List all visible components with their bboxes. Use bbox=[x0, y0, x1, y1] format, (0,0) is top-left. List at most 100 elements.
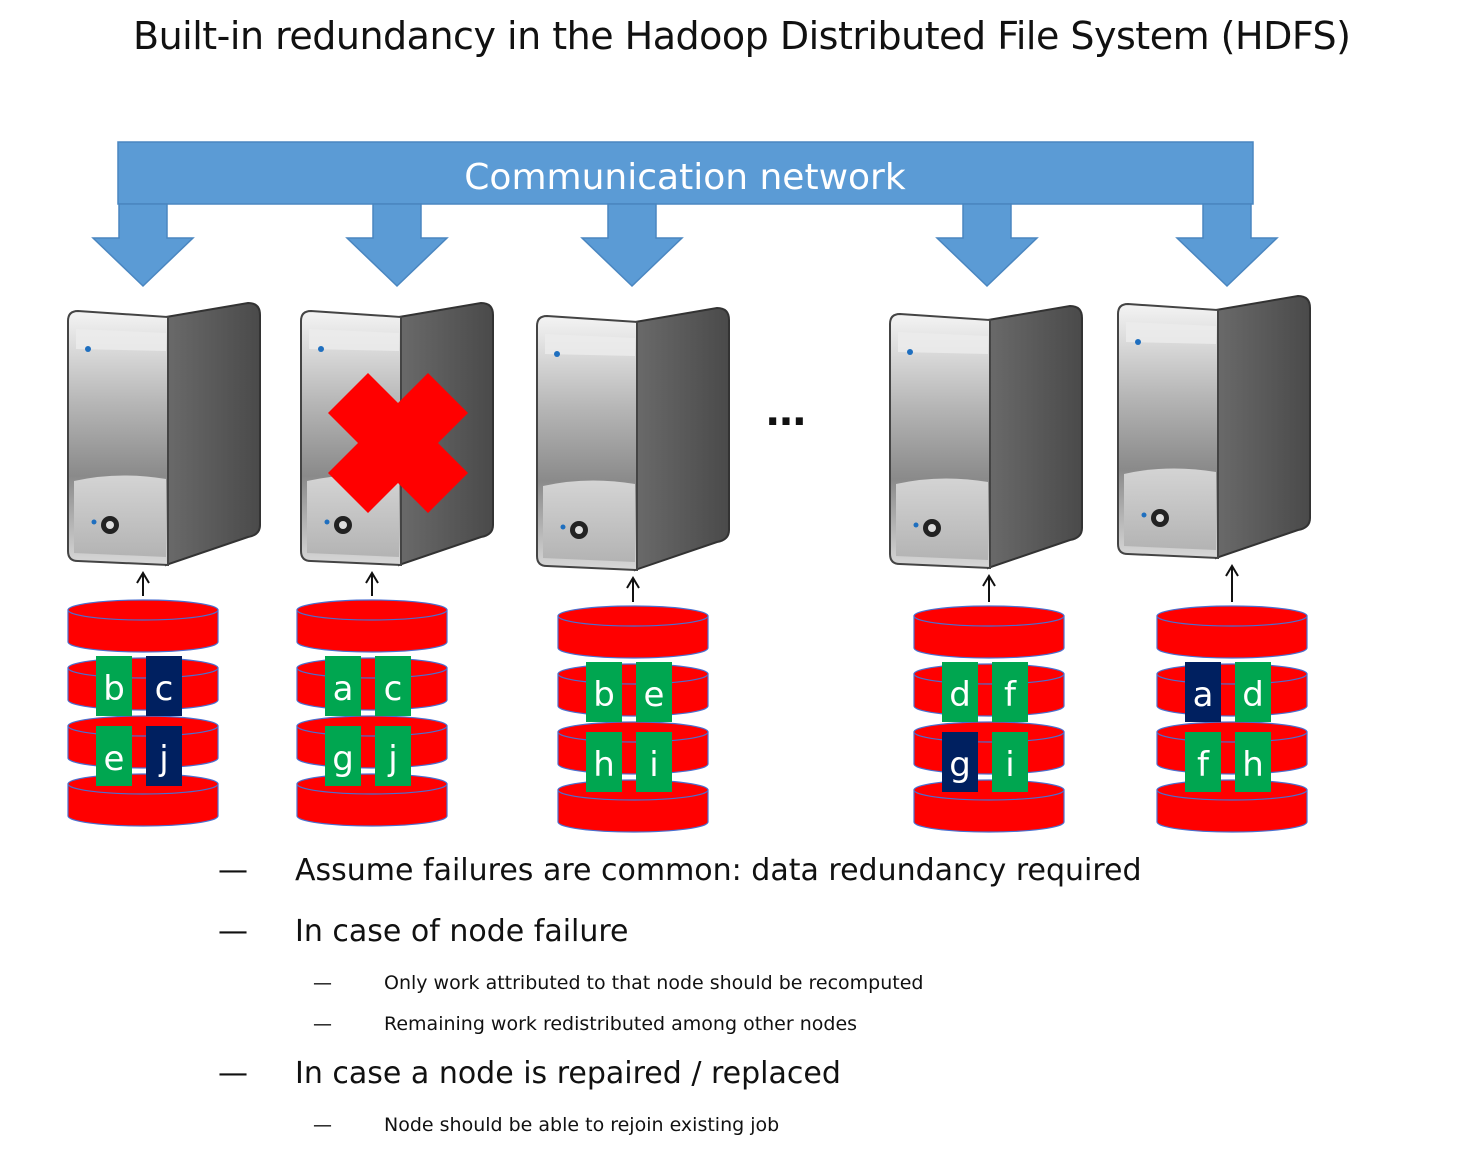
data-block-i bbox=[636, 732, 672, 792]
server-top-bezel bbox=[1126, 322, 1216, 344]
data-block-label: a bbox=[1193, 675, 1214, 715]
disk-platter-top bbox=[913, 605, 1065, 627]
data-block-a bbox=[1185, 662, 1221, 722]
server-side-panel bbox=[987, 304, 1083, 570]
server-base-panel bbox=[543, 480, 635, 562]
server-side-panel bbox=[165, 301, 261, 567]
disk-platter-top bbox=[67, 599, 219, 621]
data-block-c bbox=[146, 656, 182, 716]
disk-platter-top bbox=[1156, 605, 1308, 627]
disk-platter bbox=[557, 615, 709, 659]
data-block-label: h bbox=[1242, 745, 1264, 785]
network-arrow-5 bbox=[1175, 203, 1279, 288]
network-bar bbox=[117, 141, 1254, 205]
data-block-label: f bbox=[1004, 675, 1017, 715]
server-led bbox=[907, 349, 913, 355]
data-block-label: b bbox=[593, 675, 615, 715]
data-block-label: g bbox=[949, 745, 971, 785]
network-arrow-4 bbox=[935, 203, 1039, 288]
data-block-label: h bbox=[593, 745, 615, 785]
disk-platter-top bbox=[67, 773, 219, 795]
data-block-label: d bbox=[949, 675, 971, 715]
data-block-b bbox=[96, 656, 132, 716]
server-led-bottom bbox=[913, 522, 919, 528]
server-side-panel bbox=[634, 306, 730, 572]
arrowhead-icon bbox=[136, 571, 150, 584]
data-block-d bbox=[942, 662, 978, 722]
network-arrow-3 bbox=[580, 203, 684, 288]
data-block-h bbox=[586, 732, 622, 792]
data-block-d bbox=[1235, 662, 1271, 722]
server-side-panel bbox=[1215, 294, 1311, 560]
data-block-e bbox=[96, 726, 132, 786]
disk-platter bbox=[67, 783, 219, 827]
arrowhead-icon bbox=[365, 571, 379, 584]
disk-platter-top bbox=[296, 773, 448, 795]
disk-platter-top bbox=[1156, 779, 1308, 801]
data-block-f bbox=[992, 662, 1028, 722]
data-block-f bbox=[1185, 732, 1221, 792]
disk-platter bbox=[1156, 615, 1308, 659]
server-base-panel bbox=[896, 478, 988, 560]
data-block-a bbox=[325, 656, 361, 716]
data-block-label: e bbox=[644, 675, 665, 715]
disk-platter bbox=[913, 615, 1065, 659]
disk-platter-top bbox=[67, 657, 219, 679]
data-block-g bbox=[942, 732, 978, 792]
disk-platter-top bbox=[1156, 721, 1308, 743]
disk-platter-top bbox=[557, 663, 709, 685]
data-block-label: f bbox=[1197, 745, 1210, 785]
network-arrow-2 bbox=[345, 203, 449, 288]
disk-platter-top bbox=[913, 779, 1065, 801]
server-led-bottom bbox=[324, 519, 330, 525]
server-top-bezel bbox=[545, 334, 635, 356]
data-block-j bbox=[146, 726, 182, 786]
disk-platter-top bbox=[296, 715, 448, 737]
disk-platter-top bbox=[557, 779, 709, 801]
network-label: Communication network bbox=[464, 157, 906, 198]
data-block-c bbox=[375, 656, 411, 716]
disk-platter-top bbox=[296, 657, 448, 679]
server-led bbox=[1135, 339, 1141, 345]
network-arrow-1 bbox=[91, 203, 195, 288]
server-led bbox=[554, 351, 560, 357]
disk-platter bbox=[557, 789, 709, 833]
failure-cross-icon bbox=[328, 373, 468, 513]
server-led-bottom bbox=[560, 524, 566, 530]
disk-platter bbox=[296, 609, 448, 653]
disk-platter-top bbox=[557, 721, 709, 743]
server-top-bezel bbox=[76, 329, 166, 351]
disk-platter-top bbox=[913, 663, 1065, 685]
disk-platter-top bbox=[913, 721, 1065, 743]
server-top-bezel bbox=[898, 332, 988, 354]
disk-platter-top bbox=[557, 605, 709, 627]
data-block-label: i bbox=[649, 745, 658, 785]
data-block-i bbox=[992, 732, 1028, 792]
data-block-label: e bbox=[104, 739, 125, 779]
more-nodes-ellipsis: … bbox=[766, 389, 806, 435]
data-block-label: g bbox=[332, 739, 354, 779]
data-block-label: b bbox=[103, 669, 125, 709]
server-led bbox=[318, 346, 324, 352]
disk-platter bbox=[1156, 789, 1308, 833]
server-led-bottom bbox=[1141, 512, 1147, 518]
server-top-bezel bbox=[309, 329, 399, 351]
server-led-bottom bbox=[91, 519, 97, 525]
disk-platter-top bbox=[1156, 663, 1308, 685]
data-block-label: c bbox=[155, 669, 174, 709]
data-block-label: i bbox=[1005, 745, 1014, 785]
disk-platter bbox=[913, 789, 1065, 833]
data-block-label: j bbox=[158, 739, 168, 779]
data-block-label: a bbox=[333, 669, 354, 709]
slide-title: Built-in redundancy in the Hadoop Distri… bbox=[133, 14, 1351, 58]
data-block-g bbox=[325, 726, 361, 786]
data-block-label: j bbox=[387, 739, 397, 779]
disk-platter bbox=[67, 609, 219, 653]
server-led bbox=[85, 346, 91, 352]
